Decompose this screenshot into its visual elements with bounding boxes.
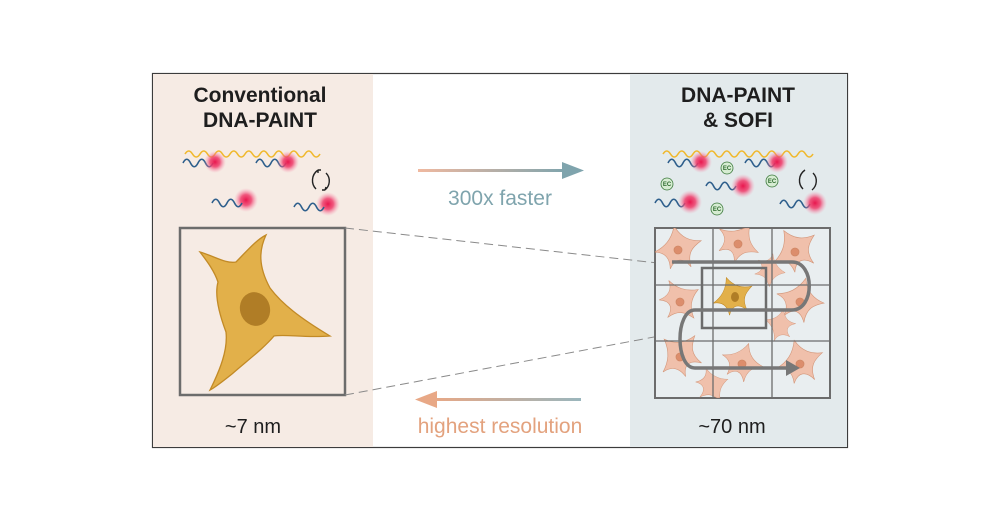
- svg-text:EC: EC: [723, 166, 732, 172]
- zoom-tile-highlight: [700, 266, 768, 330]
- ec-icon: EC: [720, 161, 734, 175]
- right-docking-strand: [662, 150, 814, 158]
- svg-text:EC: EC: [663, 182, 672, 188]
- speed-arrow: [418, 162, 584, 179]
- left-panel-title-line1: Conventional: [193, 84, 326, 107]
- resolution-arrow: [415, 391, 581, 408]
- ec-icon: EC: [710, 202, 724, 216]
- scan-path-arrow: [672, 260, 811, 376]
- zoom-lines: [344, 227, 703, 396]
- left-resolution: ~7 nm: [225, 416, 281, 438]
- left-panel-title-line2: DNA-PAINT: [203, 109, 317, 132]
- right-panel-title-line1: DNA-PAINT: [681, 84, 795, 107]
- left-cell: [198, 233, 333, 392]
- center-cell: [706, 270, 760, 321]
- resolution-label: highest resolution: [418, 415, 583, 438]
- right-binding-cycle-arrow-icon: [798, 169, 817, 191]
- svg-text:EC: EC: [713, 207, 722, 213]
- right-panel-title-line2: & SOFI: [703, 109, 773, 132]
- left-binding-cycle-arrow-icon: [311, 169, 330, 191]
- ec-icon: EC: [660, 177, 674, 191]
- speed-label: 300x faster: [448, 187, 552, 210]
- right-resolution: ~70 nm: [698, 416, 765, 438]
- svg-text:EC: EC: [768, 179, 777, 185]
- ec-molecules: EC EC EC EC: [660, 161, 779, 216]
- ec-icon: EC: [765, 174, 779, 188]
- tiled-cells: [655, 228, 830, 398]
- right-fluorophores: [678, 151, 827, 215]
